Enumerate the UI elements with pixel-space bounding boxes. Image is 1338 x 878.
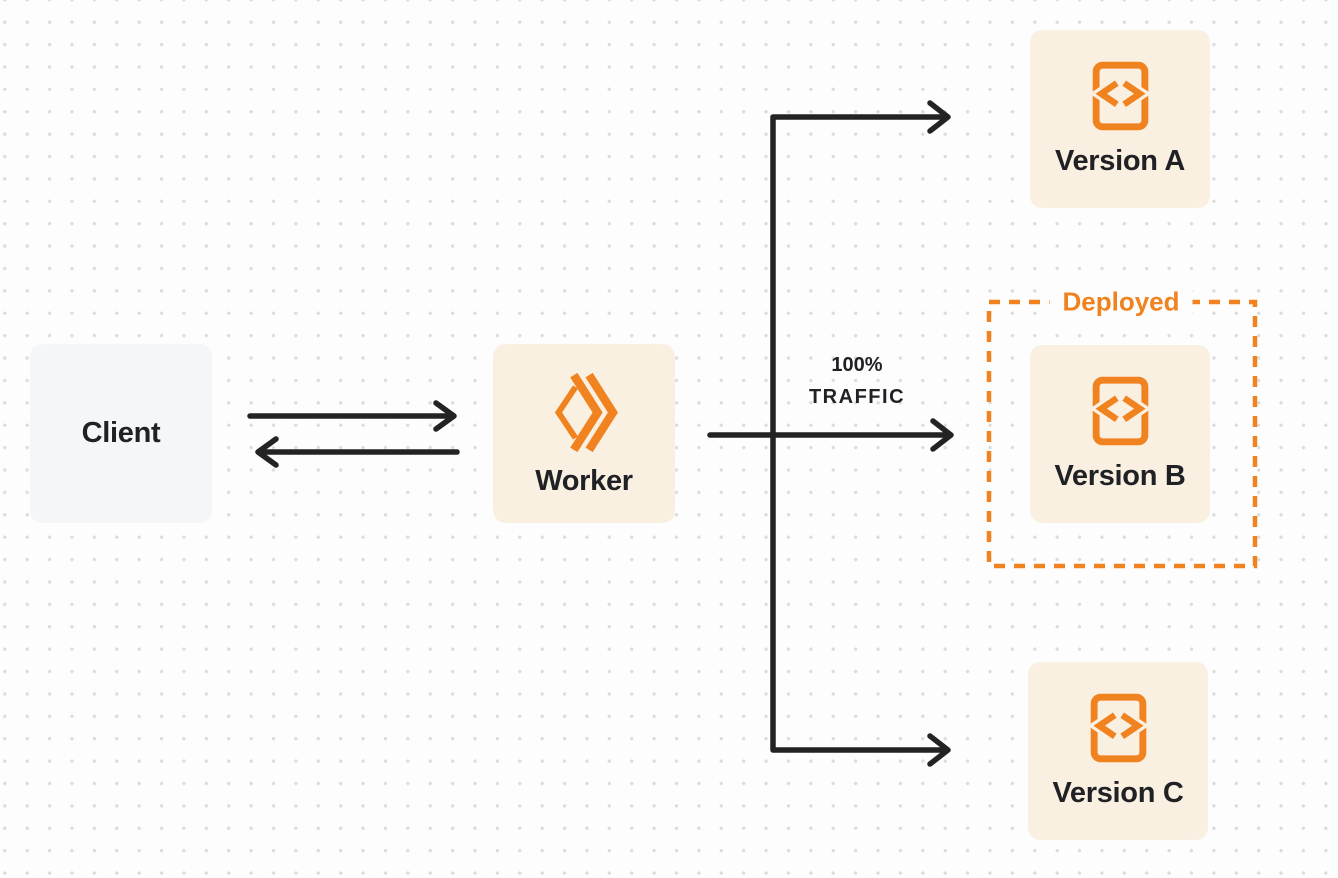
- arrow-branch-to-version-c: [770, 432, 951, 767]
- version-c-node[interactable]: Version C: [1028, 662, 1208, 840]
- deployed-label: Deployed: [1049, 284, 1193, 320]
- version-c-label: Version C: [1052, 776, 1184, 809]
- arrow-traffic-to-version-b: [707, 418, 954, 452]
- arrow-client-to-worker: [247, 400, 457, 432]
- client-node[interactable]: Client: [30, 344, 212, 523]
- version-a-node[interactable]: Version A: [1030, 30, 1210, 208]
- worker-label: Worker: [535, 464, 633, 497]
- code-file-icon: [1091, 376, 1149, 445]
- code-file-icon: [1091, 61, 1149, 130]
- arrow-worker-to-client: [255, 436, 460, 468]
- version-b-node[interactable]: Version B: [1030, 345, 1210, 523]
- code-file-icon: [1089, 693, 1147, 762]
- traffic-percent: 100%: [831, 354, 883, 376]
- client-label: Client: [81, 417, 161, 449]
- traffic-word: TRAFFIC: [808, 386, 906, 408]
- version-a-label: Version A: [1055, 144, 1185, 177]
- traffic-label: 100% TRAFFIC: [789, 349, 925, 413]
- worker-node[interactable]: Worker: [493, 344, 675, 523]
- version-b-label: Version B: [1054, 459, 1186, 492]
- cloudflare-workers-logo-icon: [554, 372, 618, 452]
